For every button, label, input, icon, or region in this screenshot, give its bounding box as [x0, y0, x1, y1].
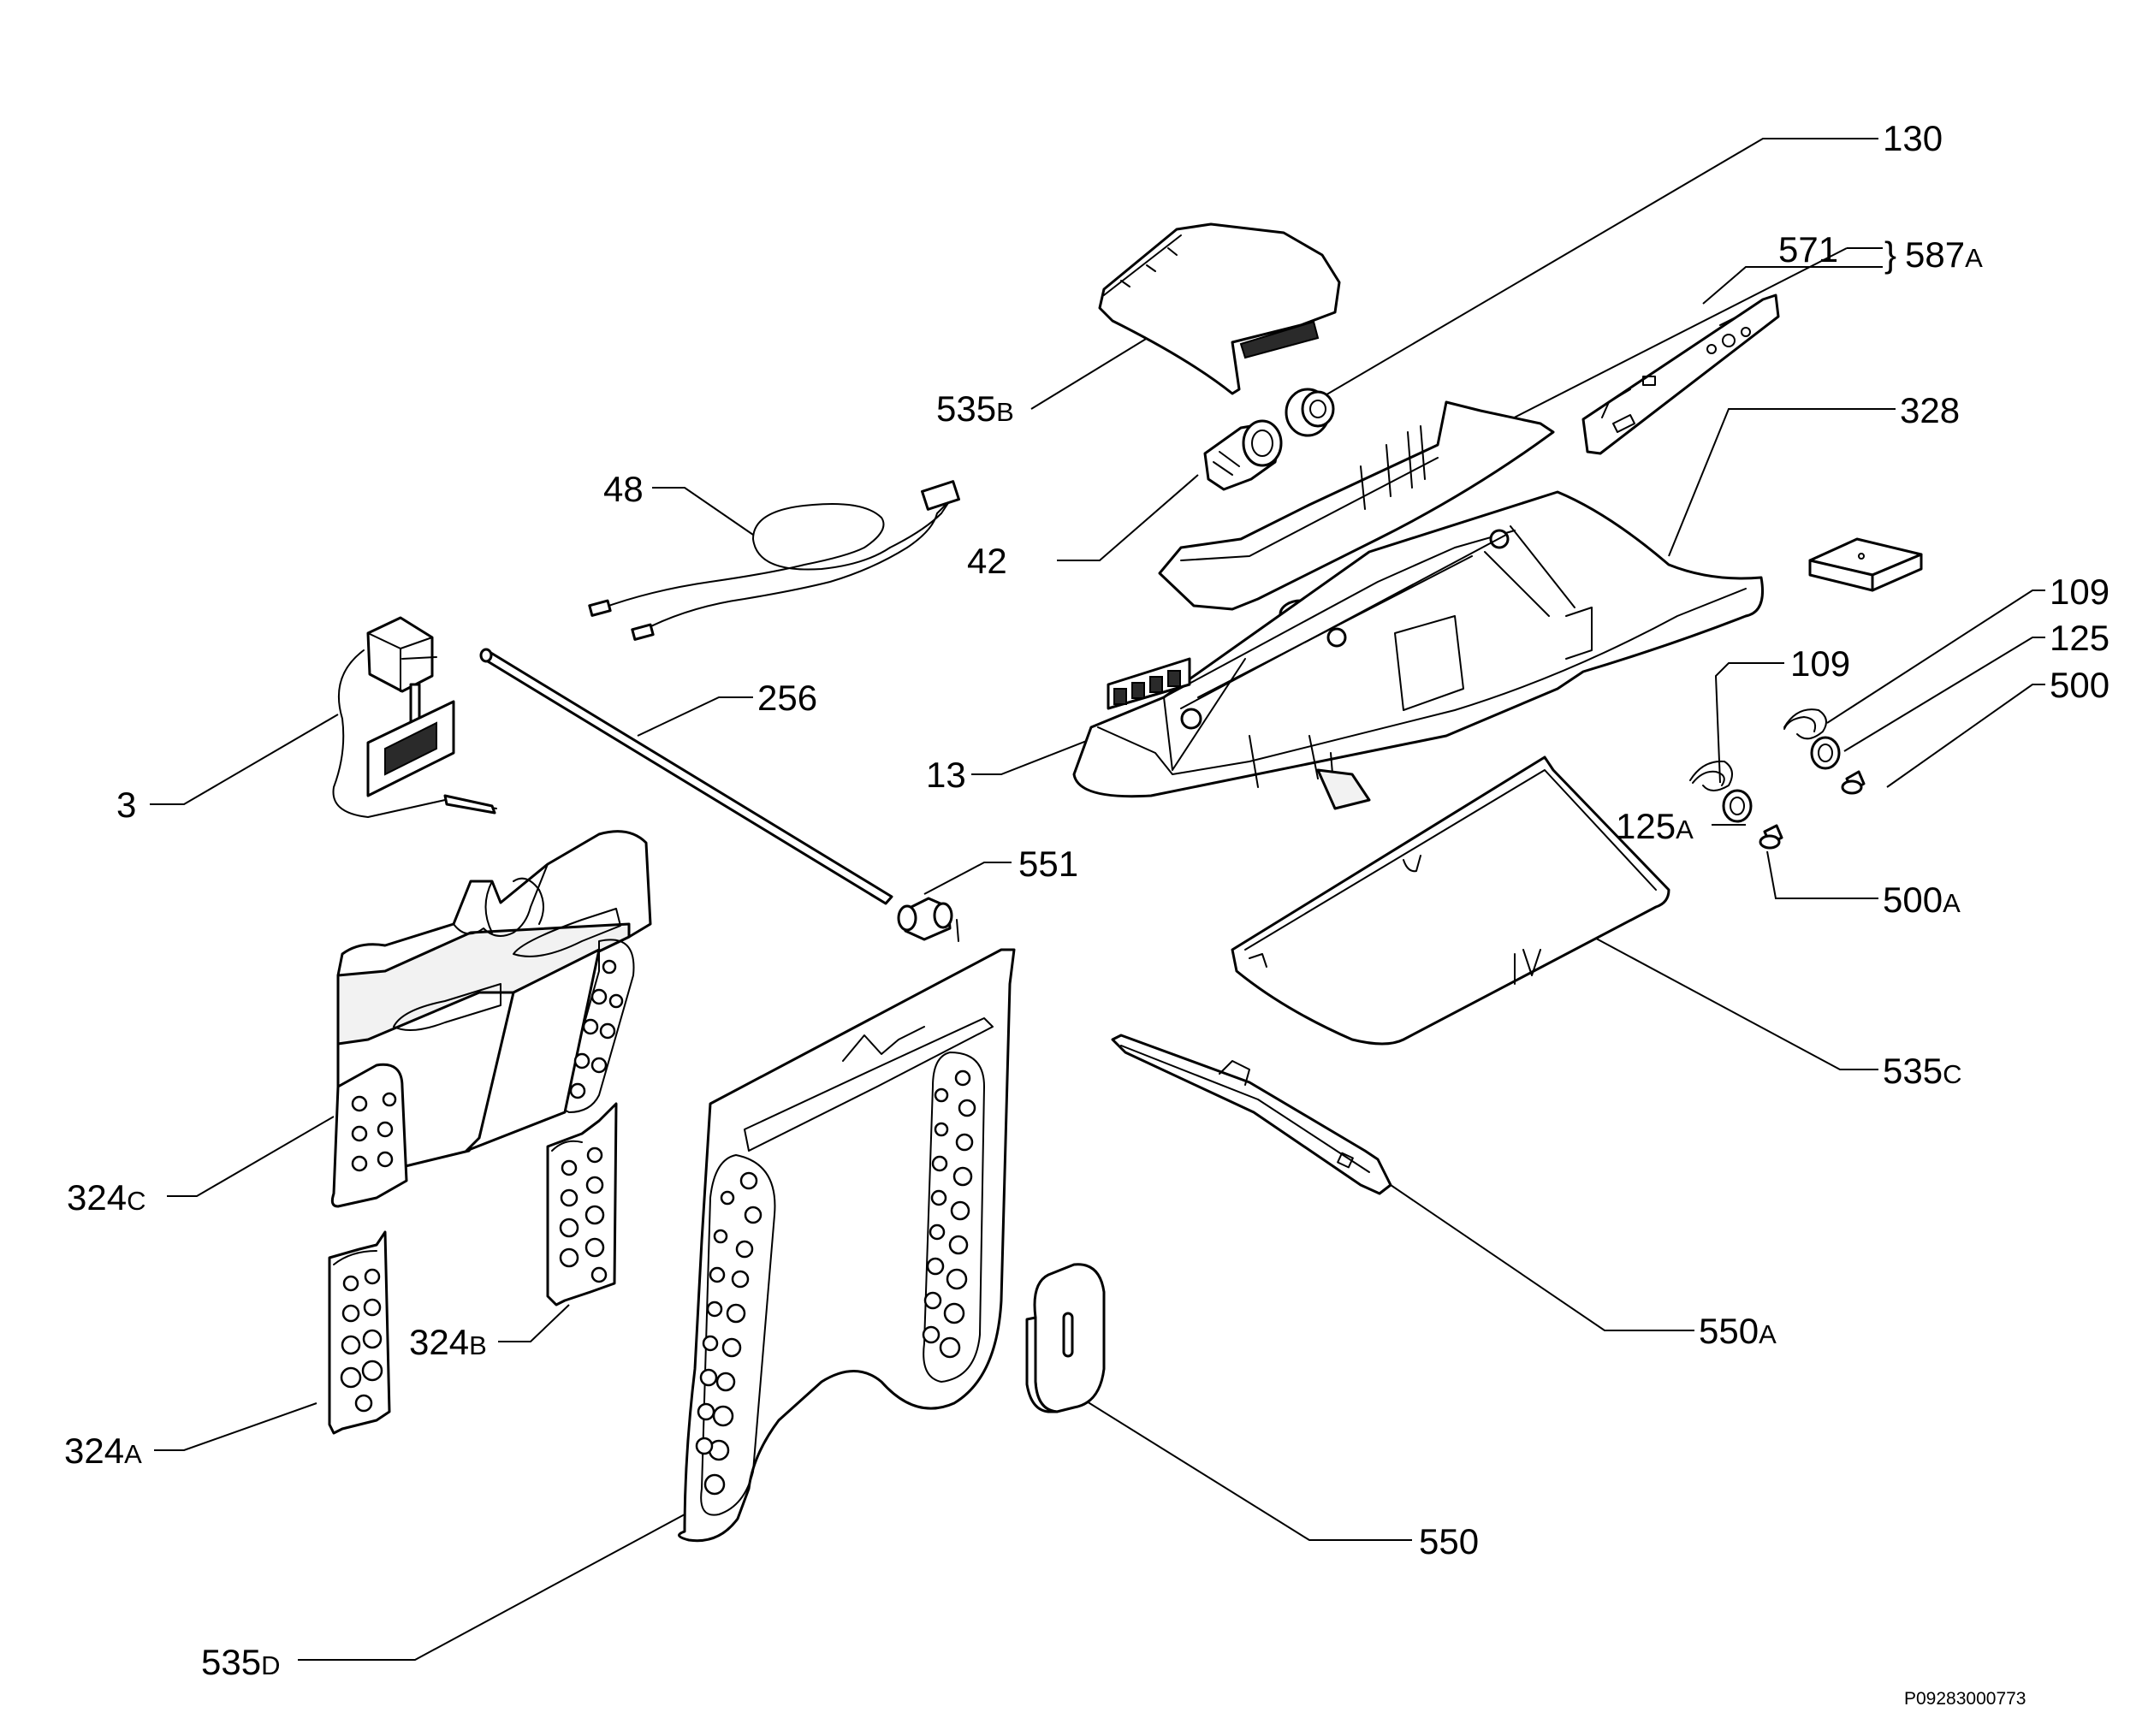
part-125a-ring	[1722, 789, 1753, 823]
callout-500a-suffix: A	[1943, 888, 1961, 918]
callout-535d-number: 535	[201, 1642, 261, 1682]
part-535d-front-panel	[678, 948, 1016, 1543]
callout-109-left: 109	[1790, 643, 1850, 684]
part-109-spring-b	[1689, 760, 1733, 791]
callout-109-right: 109	[2050, 572, 2109, 612]
part-535b-top-cover	[1098, 222, 1341, 395]
callout-587a-suffix: A	[1965, 243, 1983, 273]
part-324c-back-panel	[330, 830, 652, 1208]
callout-324a-number: 324	[64, 1431, 124, 1471]
part-535c-drawer-lid	[1231, 755, 1670, 1046]
callout-125a: 125A	[1616, 806, 1694, 846]
callout-587a-number: 587	[1905, 234, 1965, 275]
callout-125a-suffix: A	[1676, 815, 1694, 844]
callout-550: 550	[1419, 1521, 1479, 1561]
leader-lines	[150, 138, 2045, 1661]
callout-324c-suffix: C	[127, 1186, 145, 1216]
callout-328: 328	[1900, 390, 1960, 430]
part-500a-screw	[1759, 824, 1783, 850]
callout-535c-number: 535	[1883, 1051, 1943, 1091]
part-256-rod	[479, 648, 893, 905]
reference-code: P09283000773	[1904, 1689, 2026, 1709]
callout-587a: 587A	[1905, 234, 1983, 275]
callout-500a: 500A	[1883, 880, 1961, 920]
part-587a-circuit-board	[1581, 293, 1780, 455]
part-130-ring	[1285, 388, 1335, 437]
part-551-coupling	[897, 897, 959, 942]
part-500-screw	[1841, 770, 1866, 795]
callout-324b-number: 324	[409, 1322, 469, 1362]
callout-550a-number: 550	[1699, 1311, 1759, 1351]
callout-587-brace: }	[1884, 234, 1896, 275]
part-324b-strip	[546, 1102, 618, 1306]
callout-535b-number: 535	[936, 388, 996, 429]
callout-551: 551	[1018, 844, 1078, 884]
part-324a-strip	[328, 1230, 391, 1435]
callout-571: 571	[1778, 229, 1838, 270]
callout-535d: 535D	[201, 1642, 280, 1682]
callout-125a-number: 125	[1616, 806, 1676, 846]
callout-500: 500	[2050, 665, 2109, 705]
callout-130: 130	[1883, 118, 1943, 158]
callout-324b-suffix: B	[469, 1330, 487, 1360]
callout-324a-suffix: A	[124, 1439, 142, 1469]
callout-324a: 324A	[64, 1431, 142, 1471]
part-125-ring	[1810, 736, 1841, 770]
part-48-wire-harness	[588, 480, 960, 641]
callout-125: 125	[2050, 618, 2109, 658]
part-42-valve	[1203, 419, 1283, 491]
callout-535d-suffix: D	[261, 1650, 280, 1680]
callout-48: 48	[603, 469, 644, 509]
callout-535c-suffix: C	[1943, 1059, 1961, 1089]
callout-550a-suffix: A	[1759, 1319, 1777, 1349]
part-550a-slide-rail	[1111, 1034, 1392, 1195]
callout-535b: 535B	[936, 388, 1014, 429]
part-109-spring-a	[1783, 708, 1827, 740]
callout-324c-number: 324	[67, 1177, 127, 1218]
callout-labels: 130 571 } 587A 535B 328 48 42 109 109 12…	[64, 118, 2109, 1682]
part-3-timer	[332, 616, 497, 818]
callout-42: 42	[967, 541, 1007, 581]
callout-13: 13	[926, 755, 966, 795]
callout-535c: 535C	[1883, 1051, 1961, 1091]
part-13-connector	[1107, 657, 1191, 710]
callout-500a-number: 500	[1883, 880, 1943, 920]
part-550-oval-cover	[1025, 1263, 1106, 1413]
callout-550a: 550A	[1699, 1311, 1777, 1351]
callout-3: 3	[116, 785, 136, 825]
small-chip	[1808, 537, 1923, 592]
callout-324b: 324B	[409, 1322, 487, 1362]
callout-535b-suffix: B	[996, 397, 1014, 427]
part-328-dispenser-drawer	[1072, 490, 1764, 810]
callout-256: 256	[757, 678, 817, 718]
callout-324c: 324C	[67, 1177, 145, 1218]
